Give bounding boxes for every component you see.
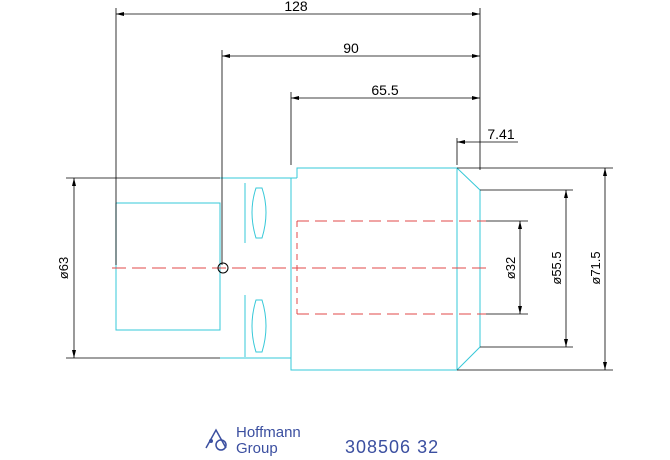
arrowheads <box>72 12 607 370</box>
dim-90-label: 90 <box>343 40 359 56</box>
dimension-lines <box>66 8 613 371</box>
part-outline <box>115 167 481 371</box>
dim-dia-63-label: ø63 <box>56 257 71 279</box>
dim-65-5-label: 65.5 <box>371 82 398 98</box>
centerline-group <box>112 220 486 315</box>
body-outline <box>290 167 481 371</box>
dim-128-label: 128 <box>284 0 308 14</box>
lower-slot <box>251 299 267 353</box>
upper-slot <box>251 187 267 239</box>
collar-outline <box>220 177 292 359</box>
hoffmann-logo: Hoffmann Group <box>205 424 301 457</box>
part-number: 308506 32 <box>345 437 439 457</box>
dim-7-41-label: 7.41 <box>487 126 514 142</box>
dim-dia-32-label: ø32 <box>503 257 518 279</box>
shank-outline <box>115 202 221 331</box>
center-mark <box>217 262 229 274</box>
hoffmann-logo-icon <box>205 428 227 451</box>
logo-line2: Group <box>236 440 278 457</box>
dim-dia-71-5-label: ø71.5 <box>588 251 603 284</box>
dim-dia-55-5-label: ø55.5 <box>549 251 564 284</box>
logo-line1: Hoffmann <box>236 424 301 441</box>
